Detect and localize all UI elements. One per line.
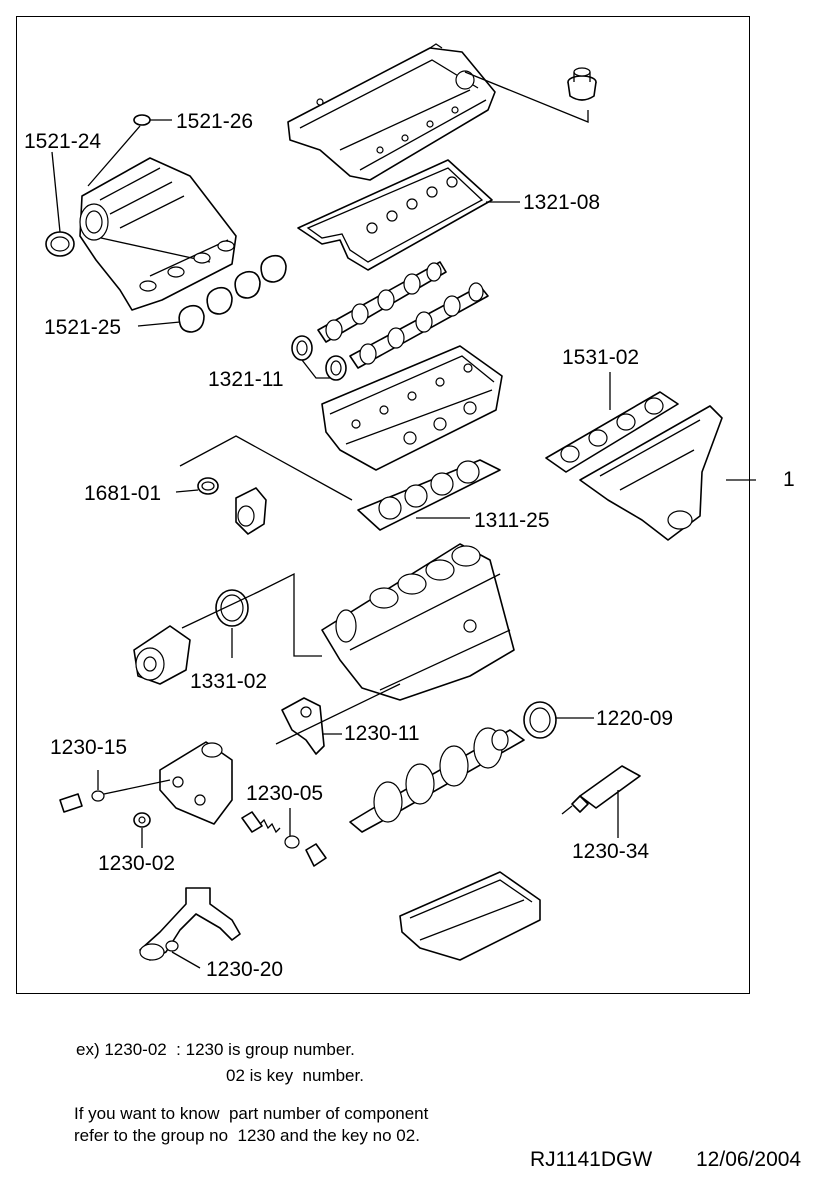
intake-manifold[interactable] <box>79 157 237 311</box>
label-1521-25: 1521-25 <box>44 316 121 339</box>
crankshaft[interactable] <box>349 727 525 833</box>
leader-1230-15 <box>97 770 171 795</box>
valve-cover-gasket[interactable] <box>297 159 493 271</box>
exploded-parts-diagram: 1521-26 1521-24 1321-08 1521-25 1321-11 … <box>24 43 795 981</box>
oil-pump-cover[interactable] <box>281 697 325 755</box>
diagram-frame <box>16 16 750 994</box>
leader-1521-24 <box>51 151 61 233</box>
oil-filler-cap[interactable] <box>567 67 597 101</box>
label-1230-11: 1230-11 <box>344 722 420 745</box>
label-1230-15: 1230-15 <box>50 736 127 759</box>
leader-cap <box>464 71 589 123</box>
camshafts[interactable] <box>317 261 489 369</box>
cylinder-head[interactable] <box>321 345 503 471</box>
label-1230-34: 1230-34 <box>572 840 649 863</box>
valve-cover[interactable] <box>287 43 496 181</box>
label-1321-08: 1321-08 <box>523 191 600 214</box>
oil-pickup-tube[interactable] <box>139 887 241 961</box>
small-seal[interactable] <box>133 114 151 126</box>
label-1230-05: 1230-05 <box>246 782 323 805</box>
sealant-tube[interactable] <box>561 765 641 815</box>
label-1681-01: 1681-01 <box>84 482 161 505</box>
thermostat-housing[interactable] <box>235 487 267 535</box>
note-info-line2: refer to the group no 1230 and the key n… <box>74 1126 420 1145</box>
oil-pump-bolt[interactable] <box>59 790 105 813</box>
label-1521-24: 1521-24 <box>24 130 101 153</box>
label-1521-26: 1521-26 <box>176 110 253 133</box>
oil-pump[interactable] <box>159 741 233 825</box>
relief-valve-assembly[interactable] <box>241 811 327 867</box>
leader-1521-26 <box>87 119 172 187</box>
oil-pan[interactable] <box>399 871 541 961</box>
leader-block-line <box>275 683 401 745</box>
leader-head-bracket <box>179 435 353 501</box>
label-1311-25: 1311-25 <box>474 509 550 532</box>
leader-1321-11 <box>301 359 330 379</box>
label-1321-11: 1321-11 <box>208 368 284 391</box>
note-example-line1: ex) 1230-02 : 1230 is group number. <box>76 1040 355 1059</box>
exhaust-manifold[interactable] <box>579 405 723 541</box>
label-1220-09: 1220-09 <box>596 707 673 730</box>
leader-1521-25 <box>137 321 181 327</box>
note-info-line1: If you want to know part number of compo… <box>74 1104 429 1123</box>
leader-1331-02 <box>181 572 322 658</box>
label-1331-02: 1331-02 <box>190 670 267 693</box>
label-1230-02: 1230-02 <box>98 852 175 875</box>
footer-drawing-code: RJ1141DGW <box>530 1148 653 1171</box>
label-1531-02: 1531-02 <box>562 346 639 369</box>
leader-1230-20 <box>171 951 201 969</box>
water-pump[interactable] <box>133 625 191 685</box>
label-1: 1 <box>783 468 795 491</box>
leader-1681-01 <box>175 489 199 493</box>
intake-port-gaskets[interactable] <box>178 254 287 333</box>
note-example-line2: 02 is key number. <box>226 1066 364 1085</box>
cylinder-block[interactable] <box>321 543 515 701</box>
exhaust-manifold-gasket[interactable] <box>545 391 679 473</box>
label-1230-20: 1230-20 <box>206 958 283 981</box>
footer-date: 12/06/2004 <box>696 1148 802 1171</box>
cylinder-head-gasket[interactable] <box>357 459 501 531</box>
